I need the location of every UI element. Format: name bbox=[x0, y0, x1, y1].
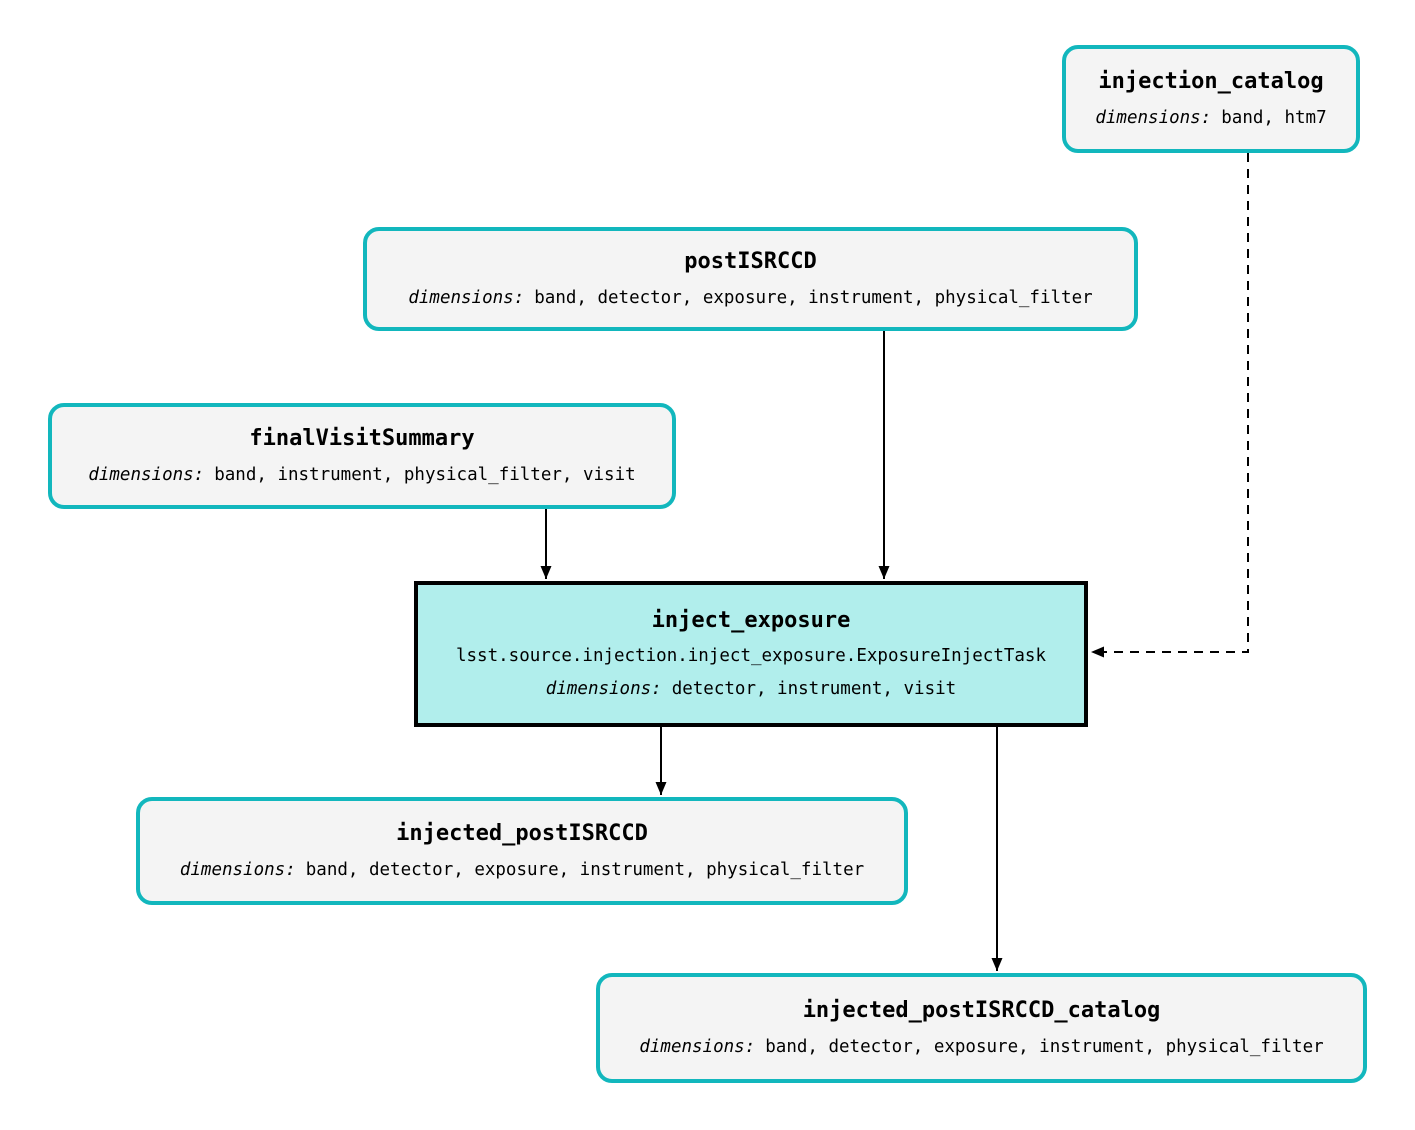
node-postisrccd: postISRCCD dimensions: band, detector, ex… bbox=[363, 227, 1138, 331]
dimensions-label: dimensions: bbox=[1095, 107, 1212, 128]
node-title: injection_catalog bbox=[1098, 68, 1324, 94]
node-title: injected_postISRCCD_catalog bbox=[802, 997, 1161, 1023]
dimensions-value: band, instrument, physical_filter, visit bbox=[214, 464, 636, 485]
dimensions-label: dimensions: bbox=[88, 464, 205, 485]
node-dimensions: dimensions: band, detector, exposure, ins… bbox=[639, 1036, 1324, 1057]
node-inject-exposure-task: inject_exposure lsst.source.injection.in… bbox=[414, 581, 1088, 727]
node-title: inject_exposure bbox=[651, 607, 851, 633]
node-dimensions: dimensions: band, detector, exposure, ins… bbox=[179, 859, 865, 880]
dimensions-value: band, detector, exposure, instrument, ph… bbox=[765, 1036, 1324, 1057]
node-dimensions: dimensions: band, instrument, physical_fi… bbox=[88, 464, 636, 485]
node-injection-catalog: injection_catalog dimensions: band, htm7 bbox=[1062, 45, 1360, 153]
dimensions-label: dimensions: bbox=[639, 1036, 756, 1057]
node-injected-postisrccd-catalog: injected_postISRCCD_catalog dimensions: b… bbox=[596, 973, 1367, 1083]
dimensions-value: detector, instrument, visit bbox=[671, 679, 957, 700]
dimensions-label: dimensions: bbox=[179, 859, 296, 880]
dimensions-value: band, detector, exposure, instrument, ph… bbox=[534, 287, 1093, 308]
node-finalvisitsummary: finalVisitSummary dimensions: band, instr… bbox=[48, 403, 676, 509]
dimensions-value: band, detector, exposure, instrument, ph… bbox=[305, 859, 865, 880]
task-class-path: lsst.source.injection.inject_exposure.Ex… bbox=[455, 645, 1046, 666]
node-dimensions: dimensions: detector, instrument, visit bbox=[545, 679, 957, 700]
node-title: injected_postISRCCD bbox=[396, 820, 648, 846]
node-title: postISRCCD bbox=[684, 248, 817, 274]
dimensions-label: dimensions: bbox=[545, 679, 662, 700]
node-dimensions: dimensions: band, detector, exposure, ins… bbox=[408, 287, 1093, 308]
node-dimensions: dimensions: band, htm7 bbox=[1095, 107, 1327, 128]
node-title: finalVisitSummary bbox=[249, 425, 475, 451]
dimensions-value: band, htm7 bbox=[1221, 107, 1327, 128]
dimensions-label: dimensions: bbox=[408, 287, 525, 308]
node-injected-postisrccd: injected_postISRCCD dimensions: band, det… bbox=[136, 797, 908, 905]
